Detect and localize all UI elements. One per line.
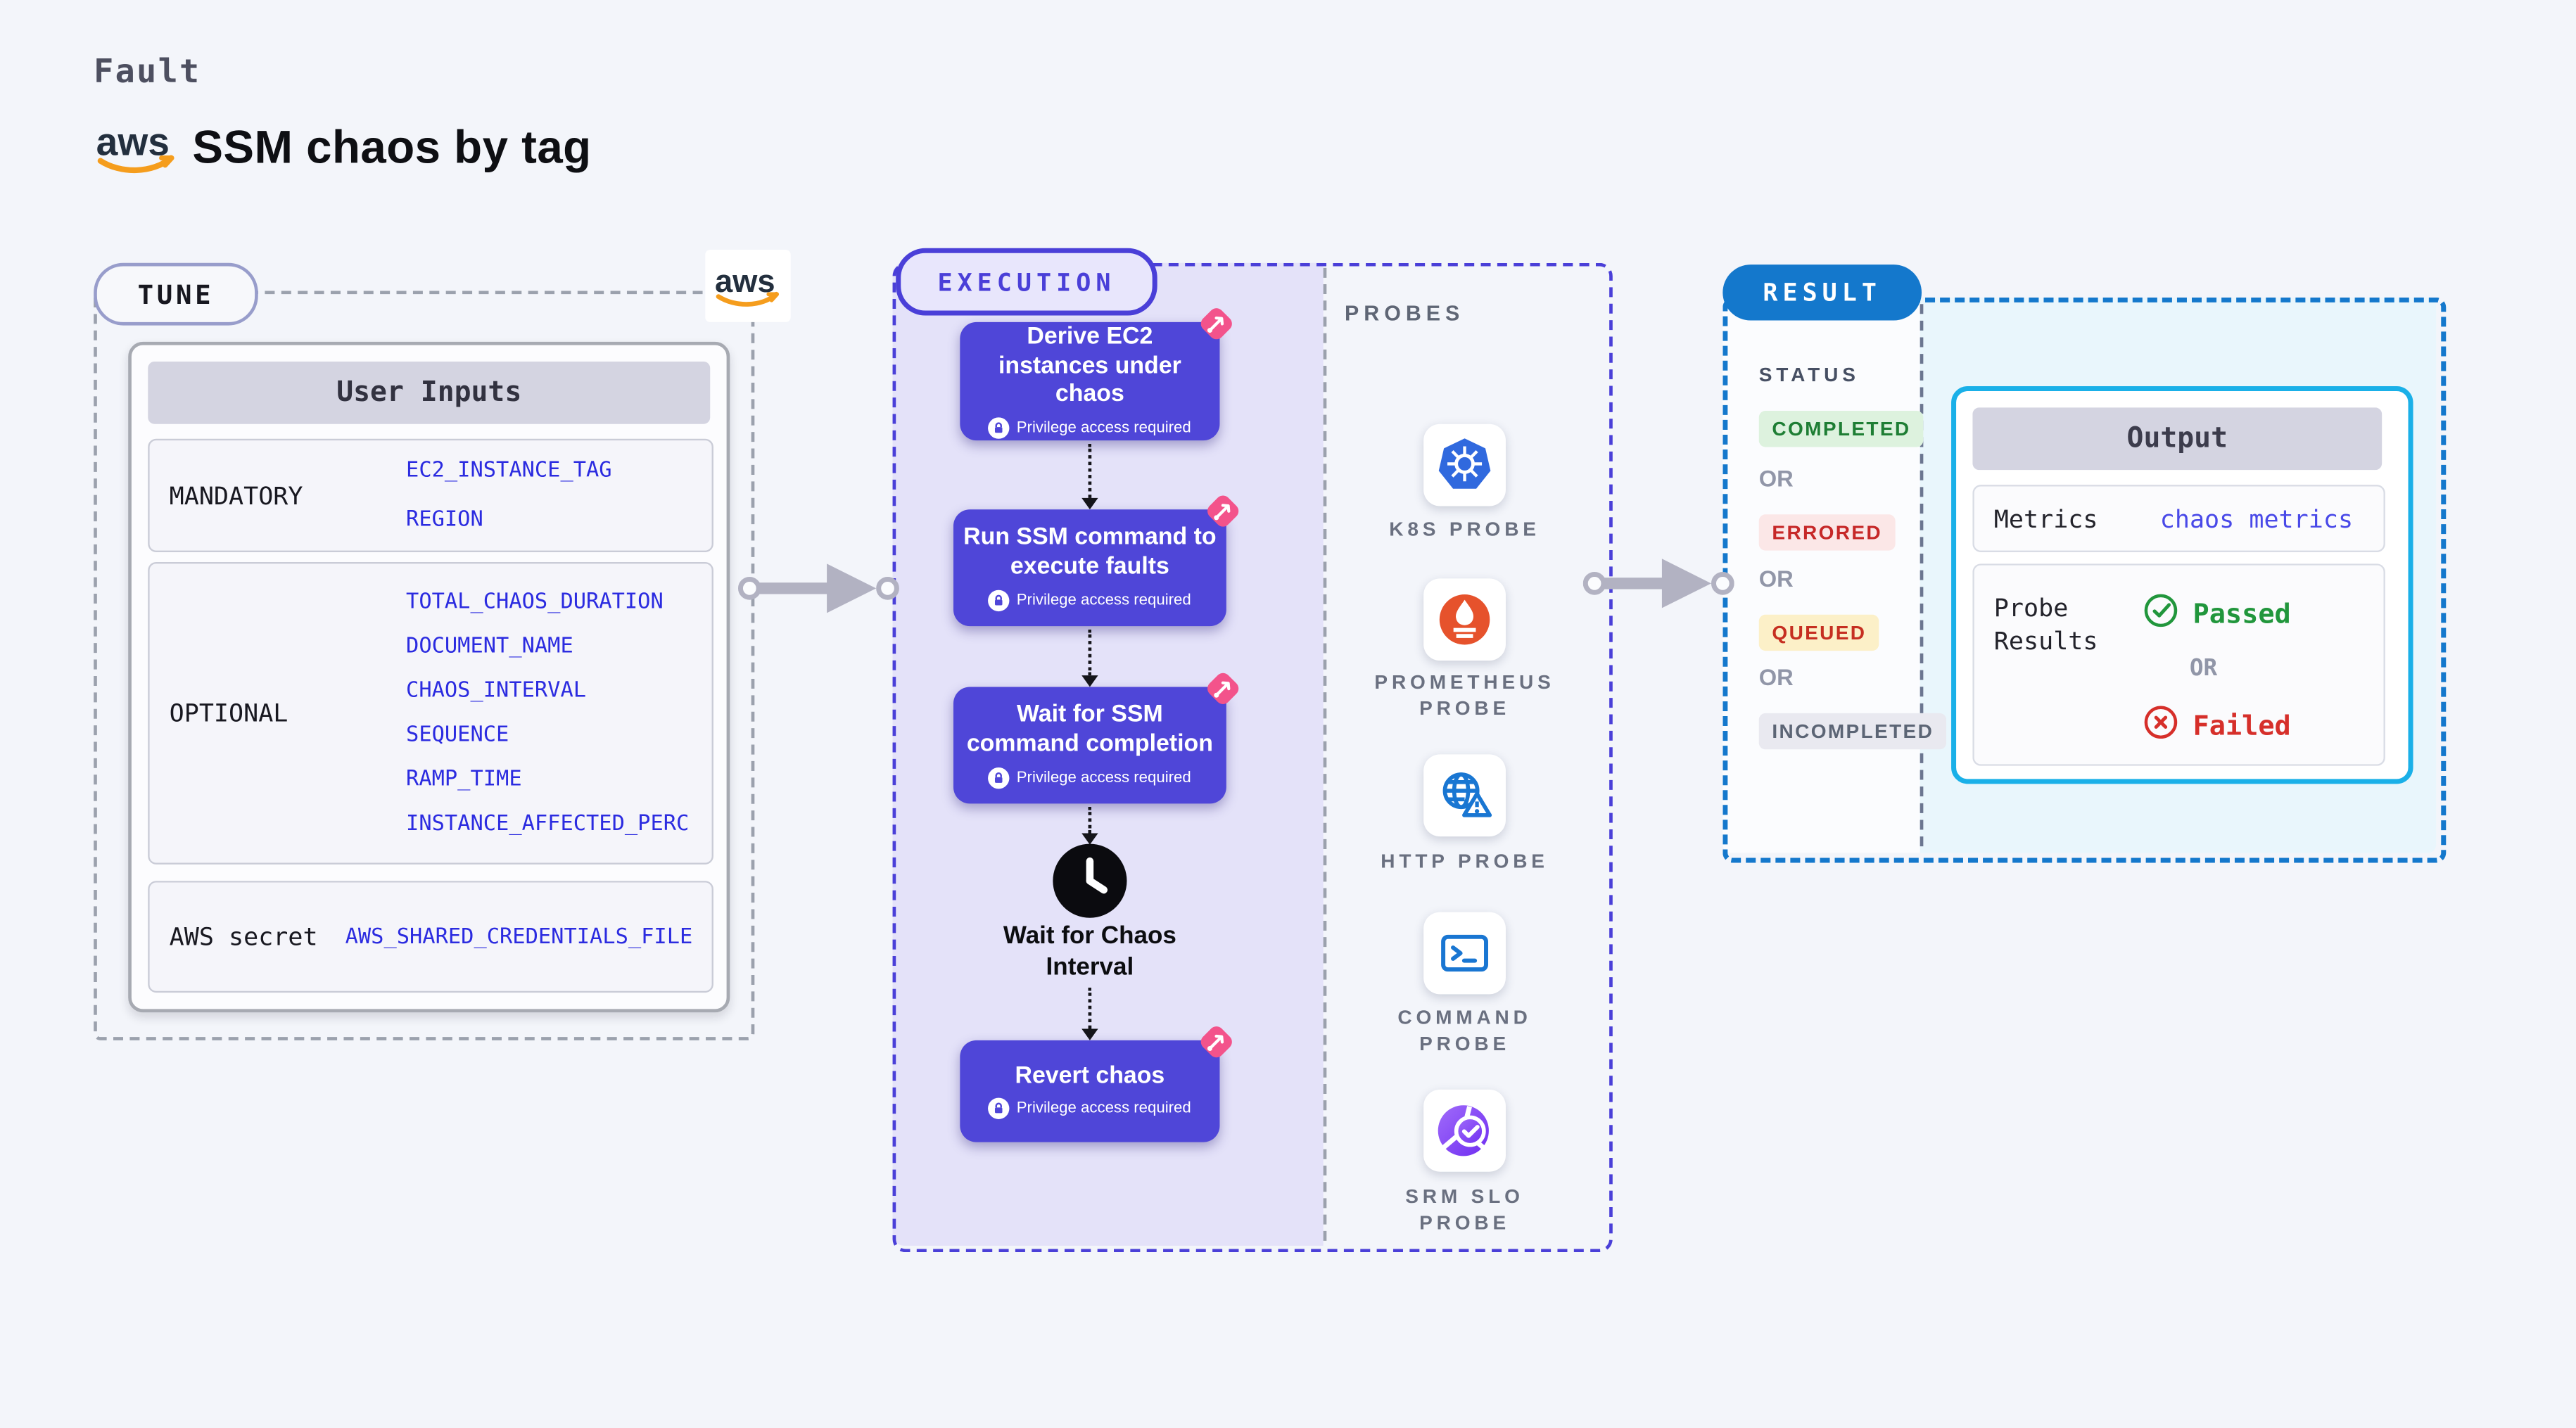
or-label: OR bbox=[1758, 565, 1794, 592]
aws-corner-logo: aws bbox=[705, 250, 791, 322]
user-inputs-card: User Inputs MANDATORY EC2_INSTANCE_TAG R… bbox=[128, 341, 730, 1013]
status-badge-completed: COMPLETED bbox=[1758, 411, 1924, 447]
prometheus-probe-card[interactable] bbox=[1423, 578, 1506, 661]
lock-icon bbox=[989, 589, 1010, 611]
kubernetes-icon bbox=[1438, 438, 1491, 489]
input-sequence: SEQUENCE bbox=[406, 722, 509, 748]
lock-icon bbox=[989, 1098, 1010, 1120]
metrics-value: chaos metrics bbox=[2159, 504, 2354, 534]
command-probe-label: COMMAND PROBE bbox=[1397, 1005, 1532, 1055]
input-region: REGION bbox=[406, 507, 483, 533]
step-connector bbox=[1081, 629, 1098, 687]
step-connector bbox=[1081, 988, 1098, 1040]
probes-title: PROBES bbox=[1345, 300, 1465, 326]
input-total-chaos-duration: TOTAL_CHAOS_DURATION bbox=[406, 589, 664, 615]
step-run-ssm-command[interactable]: Run SSM command to execute faults Privil… bbox=[953, 495, 1239, 627]
input-aws-shared-credentials-file: AWS_SHARED_CREDENTIALS_FILE bbox=[345, 924, 693, 950]
aws-secret-row: AWS secret AWS_SHARED_CREDENTIALS_FILE bbox=[148, 881, 713, 993]
execution-panel bbox=[892, 262, 1613, 1253]
step-wait-chaos-interval: Wait for Chaos Interval bbox=[1003, 922, 1176, 981]
step-derive-ec2-instances[interactable]: Derive EC2 instances under chaos Privile… bbox=[960, 308, 1232, 441]
input-instance-affected-perc: INSTANCE_AFFECTED_PERC bbox=[406, 812, 690, 837]
k8s-probe-label: K8S PROBE bbox=[1389, 517, 1540, 541]
or-label: OR bbox=[2189, 656, 2218, 682]
lock-icon bbox=[989, 767, 1010, 789]
probe-result-failed: Failed bbox=[2193, 710, 2291, 741]
result-pill[interactable]: RESULT bbox=[1722, 264, 1922, 321]
terminal-icon bbox=[1441, 934, 1488, 972]
aws-logo: aws bbox=[90, 112, 182, 192]
execution-probes-divider bbox=[1323, 267, 1327, 1241]
step-title: Run SSM command to execute faults bbox=[963, 524, 1217, 580]
svg-text:aws: aws bbox=[715, 263, 775, 299]
input-ramp-time: RAMP_TIME bbox=[406, 767, 522, 793]
svg-text:aws: aws bbox=[96, 120, 170, 163]
input-document-name: DOCUMENT_NAME bbox=[406, 634, 573, 659]
probes-to-result-arrow bbox=[1582, 559, 1734, 608]
tune-panel bbox=[94, 291, 755, 1040]
command-probe-card[interactable] bbox=[1423, 912, 1506, 995]
step-connector bbox=[1081, 807, 1098, 845]
step-connector bbox=[1081, 443, 1098, 510]
optional-label: OPTIONAL bbox=[169, 698, 288, 728]
input-chaos-interval: CHAOS_INTERVAL bbox=[406, 678, 587, 703]
step-revert-chaos[interactable]: Revert chaos Privilege access required bbox=[960, 1026, 1232, 1142]
srm-slo-probe-label: SRM SLO PROBE bbox=[1405, 1185, 1524, 1235]
probe-result-passed: Passed bbox=[2193, 598, 2291, 630]
or-label: OR bbox=[1758, 663, 1794, 691]
page-kicker: Fault bbox=[94, 51, 201, 91]
page-title: SSM chaos by tag bbox=[192, 121, 592, 173]
chaos-fork-icon bbox=[1205, 493, 1241, 529]
aws-icon: aws bbox=[715, 263, 780, 307]
clock-icon bbox=[1051, 841, 1129, 929]
slo-donut-check-icon bbox=[1438, 1105, 1489, 1156]
privilege-badge: Privilege access required bbox=[1016, 591, 1191, 610]
privilege-badge: Privilege access required bbox=[1016, 768, 1191, 787]
status-badge-queued: QUEUED bbox=[1758, 614, 1880, 651]
metrics-label: Metrics bbox=[1993, 504, 2098, 534]
chaos-fork-icon bbox=[1205, 670, 1241, 706]
step-title: Revert chaos bbox=[1015, 1062, 1165, 1090]
probe-results-row: Probe Results Passed OR bbox=[1972, 563, 2385, 766]
tune-pill[interactable]: TUNE bbox=[94, 262, 258, 326]
status-badge-errored: ERRORED bbox=[1758, 514, 1896, 551]
prometheus-probe-label: PROMETHEUS PROBE bbox=[1374, 670, 1555, 720]
output-card: Output Metrics chaos metrics Probe Resul… bbox=[1951, 386, 2413, 784]
result-divider bbox=[1920, 304, 1924, 847]
step-title: Derive EC2 instances under chaos bbox=[998, 324, 1181, 409]
mandatory-row: MANDATORY EC2_INSTANCE_TAG REGION bbox=[148, 438, 713, 552]
http-probe-label: HTTP PROBE bbox=[1381, 849, 1549, 873]
execution-pill[interactable]: EXECUTION bbox=[896, 248, 1157, 316]
chaos-fork-icon bbox=[1198, 1024, 1234, 1059]
srm-slo-probe-card[interactable] bbox=[1423, 1089, 1506, 1172]
privilege-badge: Privilege access required bbox=[1016, 1099, 1191, 1118]
k8s-probe-card[interactable] bbox=[1423, 423, 1506, 506]
status-badge-incompleted: INCOMPLETED bbox=[1758, 713, 1947, 750]
globe-warning-icon bbox=[1442, 772, 1492, 817]
probe-results-label: Probe Results bbox=[1993, 593, 2098, 656]
chaos-fork-icon bbox=[1198, 306, 1234, 342]
aws-secret-label: AWS secret bbox=[169, 922, 318, 952]
step-wait-ssm-completion[interactable]: Wait for SSM command completion Privileg… bbox=[953, 672, 1239, 804]
mandatory-label: MANDATORY bbox=[169, 480, 303, 511]
lock-icon bbox=[989, 417, 1010, 439]
output-title: Output bbox=[1972, 407, 2383, 471]
input-ec2-instance-tag: EC2_INSTANCE_TAG bbox=[406, 458, 612, 483]
step-title: Wait for SSM command completion bbox=[966, 702, 1213, 758]
result-status-column bbox=[1722, 297, 1920, 853]
http-probe-card[interactable] bbox=[1423, 754, 1506, 837]
user-inputs-title: User Inputs bbox=[148, 361, 711, 424]
metrics-row: Metrics chaos metrics bbox=[1972, 485, 2385, 552]
status-title: STATUS bbox=[1758, 363, 1860, 387]
check-circle-icon bbox=[2142, 592, 2180, 636]
tune-to-execution-arrow bbox=[737, 563, 899, 613]
prometheus-icon bbox=[1439, 594, 1490, 645]
x-circle-icon bbox=[2142, 703, 2180, 748]
optional-row: OPTIONAL TOTAL_CHAOS_DURATION DOCUMENT_N… bbox=[148, 561, 713, 865]
privilege-badge: Privilege access required bbox=[1016, 419, 1191, 438]
or-label: OR bbox=[1758, 465, 1794, 492]
